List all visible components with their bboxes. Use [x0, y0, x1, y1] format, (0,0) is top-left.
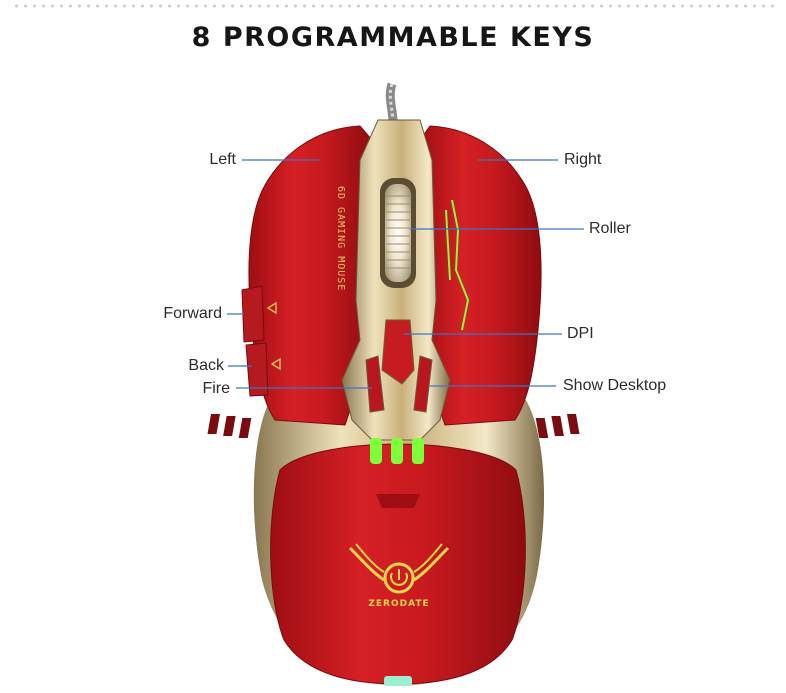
led-traces [445, 199, 470, 331]
label-show-desktop: Show Desktop [563, 377, 667, 394]
bottom-led [384, 676, 412, 686]
side-vents [207, 414, 580, 438]
right-button[interactable] [419, 125, 542, 426]
label-right: Right [564, 151, 602, 168]
scroll-wheel[interactable] [380, 178, 416, 288]
cable [385, 82, 398, 121]
back-arrow-icon [270, 357, 281, 371]
side-printed-text: 6D GAMING MOUSE [335, 186, 346, 291]
left-button[interactable] [248, 125, 373, 426]
label-roller: Roller [589, 220, 631, 237]
label-left: Left [209, 151, 236, 168]
dpi-button[interactable] [381, 319, 415, 385]
fire-button[interactable] [365, 355, 385, 413]
label-forward: Forward [163, 305, 222, 322]
power-icon [390, 569, 408, 586]
label-dpi: DPI [567, 325, 594, 342]
back-side-button[interactable] [245, 342, 269, 397]
page-title: 8 PROGRAMMABLE KEYS [191, 22, 595, 53]
forward-side-button[interactable] [241, 285, 265, 343]
brand-logo: ZERODATE [348, 543, 450, 609]
palm-badge [376, 494, 420, 508]
forward-arrow-icon [266, 301, 277, 315]
label-fire: Fire [202, 380, 230, 397]
center-led-lights [370, 438, 424, 464]
label-back: Back [188, 357, 224, 374]
show-desktop-button[interactable] [413, 355, 433, 413]
brand-text: ZERODATE [368, 599, 429, 609]
callout-lines [227, 159, 584, 389]
dotted-divider [12, 4, 774, 8]
